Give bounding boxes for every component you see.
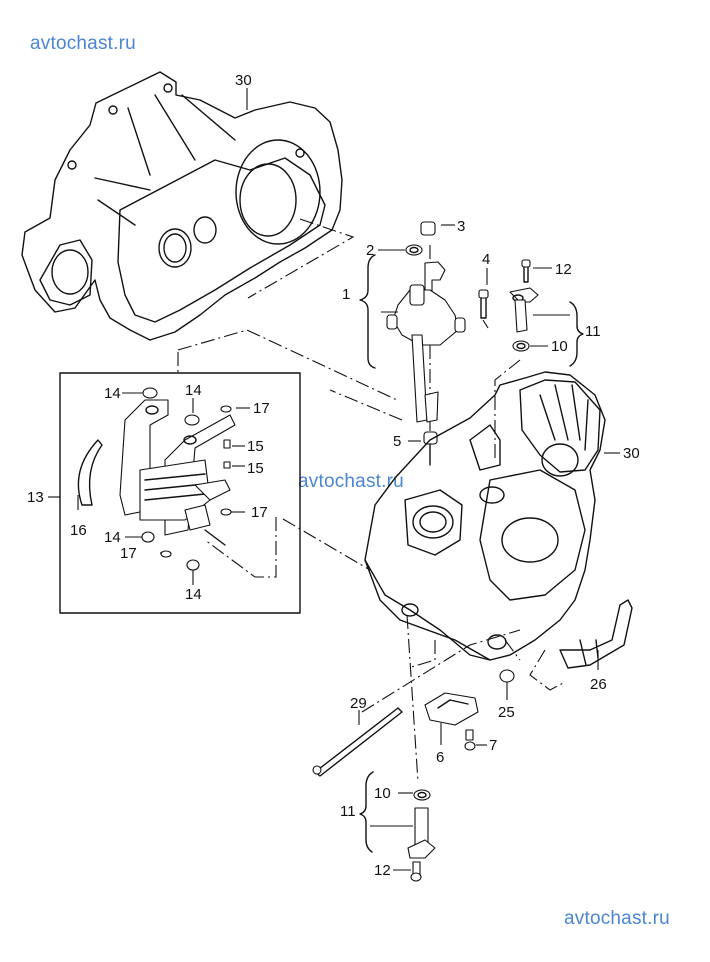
callout-guide-assembly-bottom: 11 [340,803,356,820]
callout-washer-c: 17 [120,545,137,562]
callout-bush-d: 14 [185,586,202,603]
callout-screw-bottom: 12 [374,862,391,879]
callout-o-ring-top: 10 [551,338,568,355]
callout-housing-top: 30 [235,72,252,89]
callout-shift-rod: 26 [590,676,607,693]
housing-main [364,371,606,661]
callout-washer-b: 17 [251,504,268,521]
callout-bolt-a: 15 [247,438,264,455]
callout-spring-clip: 16 [70,522,87,539]
callout-guide-assembly-top: 11 [585,323,601,340]
callout-o-ring-bottom: 10 [374,785,391,802]
callout-bush-b: 14 [185,382,202,399]
callout-bush-a: 14 [104,385,121,402]
watermark-center: avtochast.ru [298,471,404,492]
callout-selector-assembly: 1 [342,286,351,303]
fork-assembly [77,387,236,571]
housing-upper-left [21,71,343,341]
selector-assembly [386,221,466,466]
callout-washer-a: 17 [253,400,270,417]
guide-assembly-top [509,259,539,352]
detail-box [59,372,301,614]
callout-bush-c: 14 [104,529,121,546]
leader-lines [48,88,620,871]
callout-pin: 29 [350,695,367,712]
callout-seal-ring: 2 [366,242,375,259]
callout-screw-top: 12 [555,261,572,278]
lower-parts [312,599,633,882]
callout-bolt-b: 15 [247,460,264,477]
callout-plug: 25 [498,704,515,721]
callout-sleeve: 5 [393,433,402,450]
callout-detail-assembly: 13 [27,489,44,506]
watermark-top-left: avtochast.ru [30,33,136,54]
callout-cap: 3 [457,218,466,235]
callout-cover-plate: 6 [436,749,445,766]
callout-housing-right: 30 [623,445,640,462]
callout-bolt-top: 4 [482,251,491,268]
bolt-4 [478,289,489,329]
watermark-bottom-right: avtochast.ru [564,908,670,929]
callout-bolt-cover: 7 [489,737,498,754]
